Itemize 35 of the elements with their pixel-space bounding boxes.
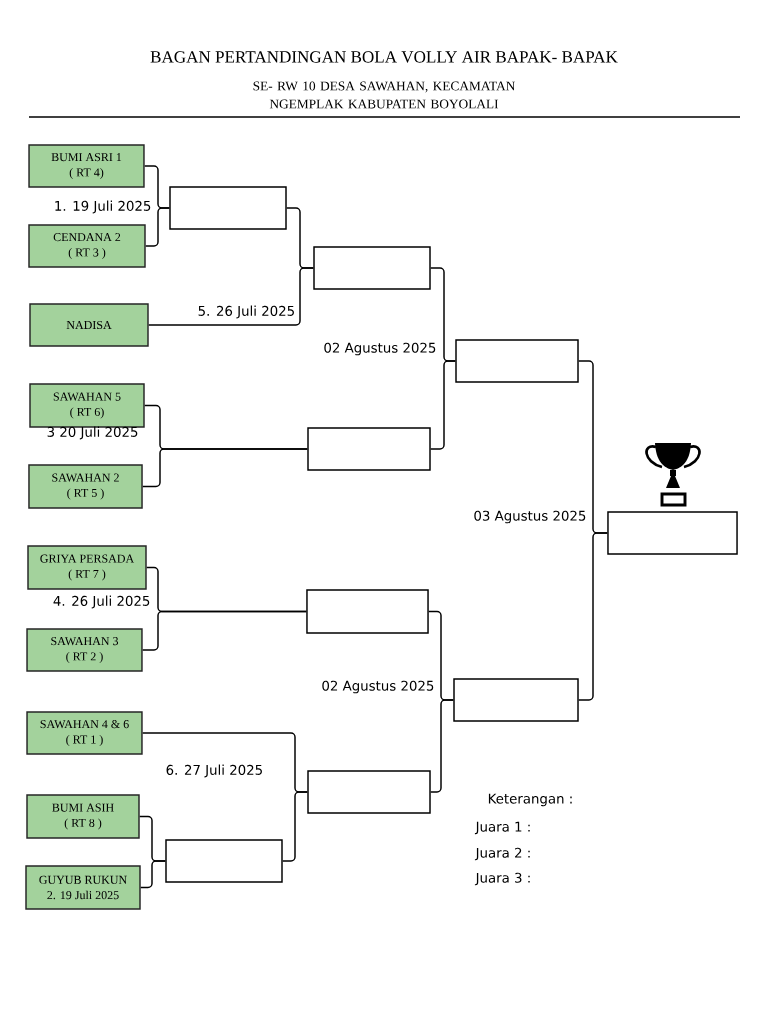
subtitle: SE- RW 10 DESA SAWAHAN, KECAMATAN NGEMPLAK KABUPATEN BOYOLALI xyxy=(253,81,516,109)
bracket-line xyxy=(148,267,314,326)
bracket-line xyxy=(141,610,307,651)
team-box: SAWAHAN 5 ( RT 6) xyxy=(29,383,145,428)
text-label: 4. 26 Juli 2025 xyxy=(53,595,150,609)
text-label: Keterangan : xyxy=(488,793,572,807)
bracket-line xyxy=(140,860,166,889)
bracket-line xyxy=(430,699,454,793)
text-label: 5. 26 Juli 2025 xyxy=(198,305,294,319)
result-box xyxy=(307,770,431,814)
text-label: Juara 2 : xyxy=(474,847,530,861)
team-box: BUMI ASIH ( RT 8 ) xyxy=(26,794,140,839)
text-label: 3 20 Juli 2025 xyxy=(47,426,138,440)
team-box: SAWAHAN 2 ( RT 5 ) xyxy=(28,464,143,509)
team-box: BUMI ASRI 1 ( RT 4) xyxy=(28,144,145,188)
team-box: GRIYA PERSADA ( RT 7 ) xyxy=(27,545,147,590)
result-box xyxy=(165,839,283,883)
text-label: Juara 3 : xyxy=(474,872,530,886)
title: BAGAN PERTANDINGAN BOLA VOLLY AIR BAPAK- BAPAK xyxy=(150,51,618,63)
bracket-line xyxy=(142,448,308,488)
text-label: 1. 19 Juli 2025 xyxy=(55,200,151,214)
result-box xyxy=(307,427,431,471)
team-box: GUYUB RUKUN 2. 19 Juli 2025 xyxy=(25,865,141,910)
team-box: CENDANA 2 ( RT 3 ) xyxy=(28,224,146,268)
result-box xyxy=(453,678,579,722)
result-box xyxy=(455,339,579,383)
result-box xyxy=(313,246,431,290)
text-label: 6. 27 Juli 2025 xyxy=(166,764,262,778)
team-box: SAWAHAN 3 ( RT 2 ) xyxy=(26,628,143,672)
team-box: SAWAHAN 4 & 6 ( RT 1 ) xyxy=(26,711,143,755)
result-box xyxy=(607,511,738,555)
team-box: NADISA xyxy=(29,303,149,347)
result-box xyxy=(306,589,429,634)
result-box xyxy=(169,186,287,230)
bracket-line xyxy=(578,532,608,701)
